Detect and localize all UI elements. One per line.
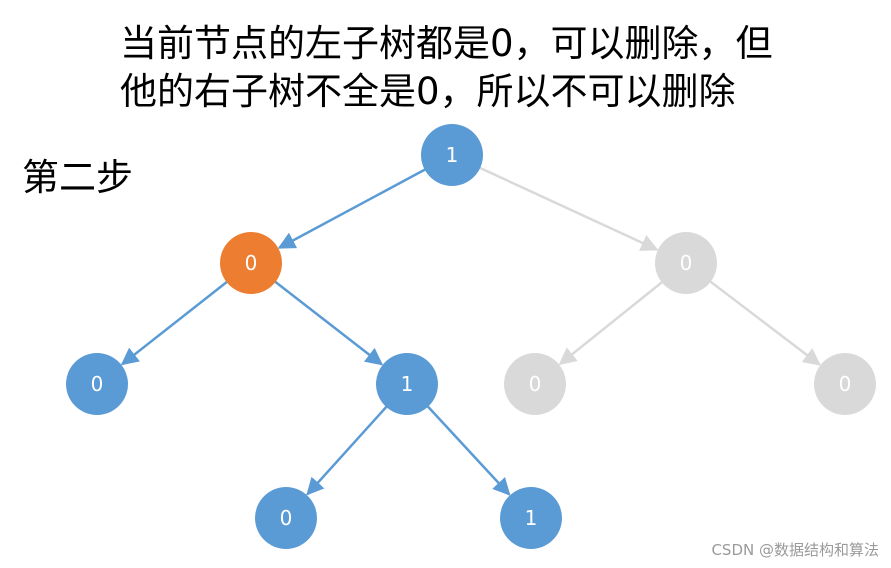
edge-root-to-right xyxy=(477,166,659,251)
node-circle xyxy=(504,353,566,415)
edges-layer xyxy=(120,166,821,496)
tree-node-right-right: 0 xyxy=(814,353,876,415)
tree-node-root: 1 xyxy=(421,124,483,186)
node-value: 1 xyxy=(446,143,459,167)
node-circle xyxy=(655,232,717,294)
edge-left-right-to-left-right-right xyxy=(425,404,511,496)
node-circle xyxy=(500,487,562,549)
edge-root-to-left xyxy=(277,167,428,249)
nodes-layer: 1 0 0 0 1 0 0 0 1 xyxy=(66,124,876,549)
node-value: 1 xyxy=(401,372,414,396)
node-circle xyxy=(66,353,128,415)
node-circle xyxy=(421,124,483,186)
tree-node-left-right-right: 1 xyxy=(500,487,562,549)
node-circle xyxy=(814,353,876,415)
tree-node-right-left: 0 xyxy=(504,353,566,415)
node-value: 1 xyxy=(525,506,538,530)
edge-left-right-to-left-right-left xyxy=(306,404,389,496)
tree-node-left-left: 0 xyxy=(66,353,128,415)
tree-node-left: 0 xyxy=(220,232,282,294)
node-value: 0 xyxy=(529,372,542,396)
node-value: 0 xyxy=(91,372,104,396)
tree-node-right: 0 xyxy=(655,232,717,294)
node-value: 0 xyxy=(680,251,693,275)
edge-right-to-right-right xyxy=(708,279,821,366)
title-line-1: 当前节点的左子树都是0，可以删除，但 xyxy=(120,22,773,65)
title-line-2: 他的右子树不全是0，所以不可以删除 xyxy=(120,70,736,113)
edge-right-to-right-left xyxy=(558,280,665,366)
tree-node-left-right: 1 xyxy=(376,353,438,415)
node-value: 0 xyxy=(839,372,852,396)
node-circle xyxy=(255,487,317,549)
watermark: CSDN @数据结构和算法 xyxy=(711,541,879,559)
step-label: 第二步 xyxy=(22,156,133,199)
edge-left-to-left-left xyxy=(120,279,229,366)
node-value: 0 xyxy=(245,251,258,275)
node-circle xyxy=(376,353,438,415)
tree-node-left-right-left: 0 xyxy=(255,487,317,549)
node-value: 0 xyxy=(280,506,293,530)
node-circle xyxy=(220,232,282,294)
edge-left-to-left-right xyxy=(273,279,384,366)
